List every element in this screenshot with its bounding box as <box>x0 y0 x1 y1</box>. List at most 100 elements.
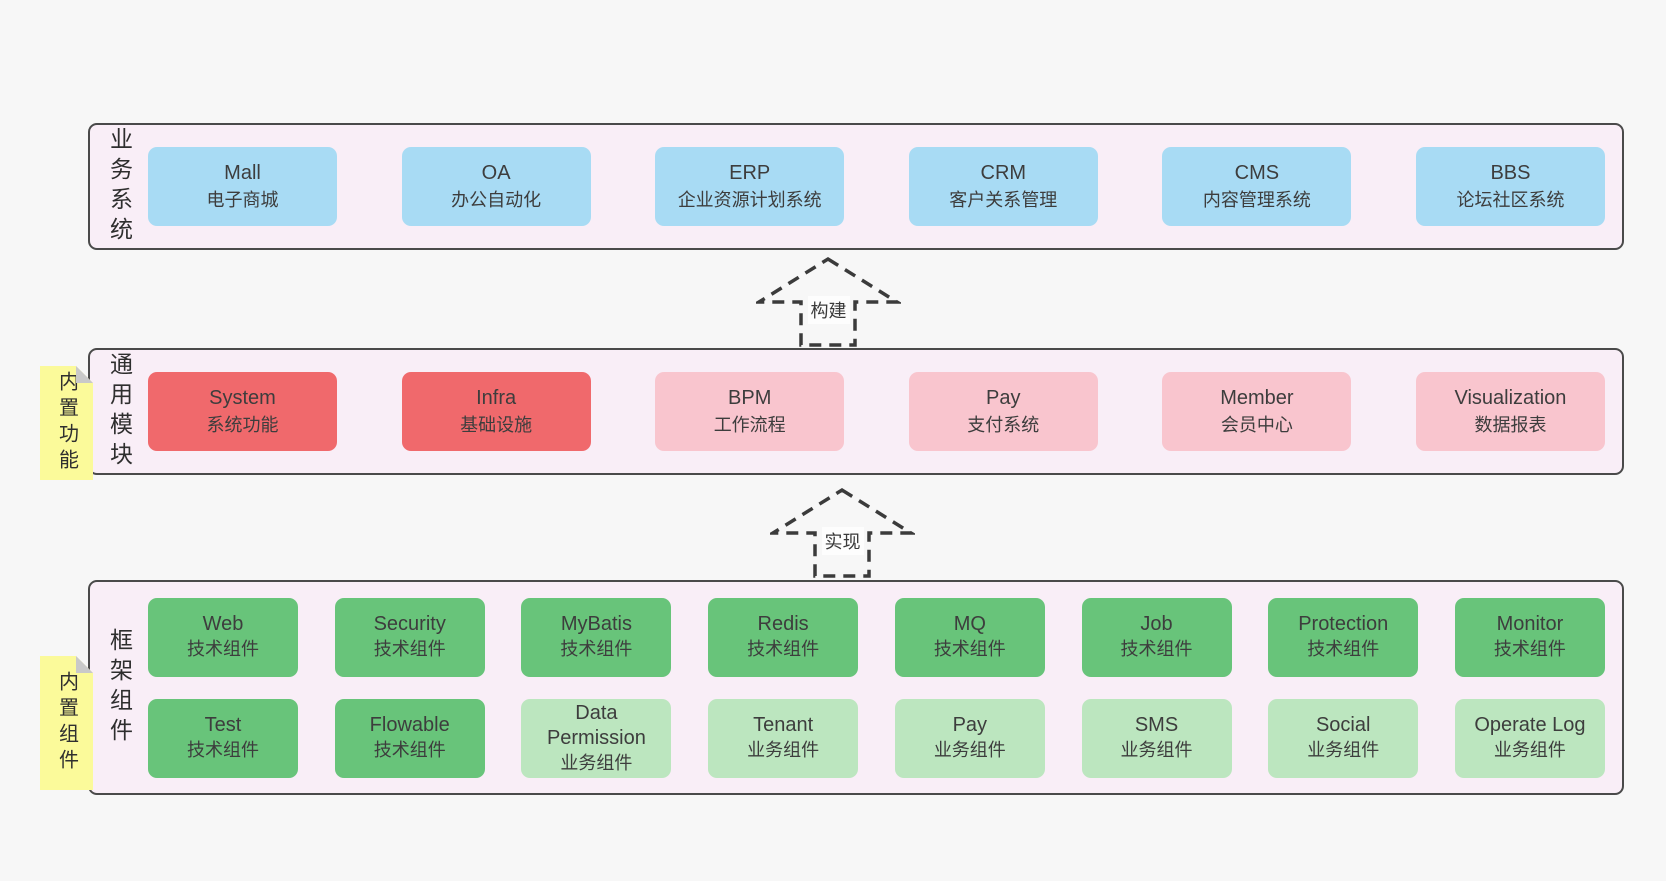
box-title: Visualization <box>1454 386 1567 409</box>
box-system: System 系统功能 <box>148 372 337 451</box>
band-label-wrap: 框架组件 <box>90 582 148 793</box>
note-text: 内置组件 <box>55 671 78 775</box>
box-subtitle: 技术组件 <box>933 639 1006 659</box>
box-title: Job <box>1140 613 1173 635</box>
box-title: Redis <box>757 613 809 635</box>
box-subtitle: 办公自动化 <box>451 189 542 210</box>
box-subtitle: 论坛社区系统 <box>1456 189 1565 210</box>
box-test: Test 技术组件 <box>148 698 298 778</box>
band-label-wrap: 业务系统 <box>90 125 148 248</box>
box-title: Operate Log <box>1474 714 1586 736</box>
arrow-implement: 实现 <box>770 487 915 579</box>
box-subtitle: 技术组件 <box>373 639 446 659</box>
box-pay-module: Pay 支付系统 <box>908 372 1098 451</box>
box-sms: SMS 业务组件 <box>1081 698 1232 778</box>
box-security: Security 技术组件 <box>334 597 485 677</box>
up-arrow-icon <box>770 487 915 578</box>
band-label-business-systems: 业务系统 <box>106 126 133 247</box>
box-mall: Mall 电子商城 <box>148 147 337 226</box>
box-subtitle: 技术组件 <box>373 740 446 760</box>
box-title: SMS <box>1134 714 1179 736</box>
box-protection: Protection 技术组件 <box>1268 597 1419 677</box>
box-title: BPM <box>728 386 772 409</box>
box-mybatis: MyBatis 技术组件 <box>521 597 672 677</box>
box-subtitle: 技术组件 <box>187 740 259 760</box>
box-job: Job 技术组件 <box>1081 597 1232 677</box>
box-cms: CMS 内容管理系统 <box>1162 147 1352 226</box>
box-mq: MQ 技术组件 <box>894 597 1045 677</box>
box-monitor: Monitor 技术组件 <box>1454 597 1605 677</box>
box-subtitle: 会员中心 <box>1220 414 1293 435</box>
band-content: System 系统功能 Infra 基础设施 BPM 工作流程 Pay 支付系统… <box>148 350 1622 473</box>
band-label-wrap: 通用模块 <box>90 350 148 473</box>
box-subtitle: 企业资源计划系统 <box>677 189 822 210</box>
box-subtitle: 技术组件 <box>747 639 820 659</box>
box-title: CMS <box>1234 161 1280 184</box>
box-subtitle: 系统功能 <box>206 414 279 435</box>
up-arrow-icon <box>756 256 901 347</box>
box-infra: Infra 基础设施 <box>401 372 591 451</box>
box-title: Data Permission <box>546 701 646 749</box>
box-subtitle: 业务组件 <box>933 740 1006 760</box>
note-built-in-components: 内置组件 <box>40 656 93 790</box>
box-title: Security <box>373 613 446 635</box>
box-title: MQ <box>953 613 986 635</box>
box-bpm: BPM 工作流程 <box>655 372 845 451</box>
box-subtitle: 数据报表 <box>1474 414 1547 435</box>
box-subtitle: 工作流程 <box>713 414 786 435</box>
box-operate-log: Operate Log 业务组件 <box>1454 698 1605 778</box>
arrow-label-build: 构建 <box>807 296 850 324</box>
box-title: Mall <box>224 161 261 184</box>
box-web: Web 技术组件 <box>148 597 298 677</box>
box-title: Pay <box>952 714 988 736</box>
box-title: MyBatis <box>560 613 632 635</box>
box-title: ERP <box>729 161 771 184</box>
box-title: System <box>209 386 276 409</box>
box-subtitle: 业务组件 <box>560 752 633 773</box>
box-title: Infra <box>476 386 517 409</box>
box-title: BBS <box>1490 161 1531 184</box>
box-title: Tenant <box>753 714 814 736</box>
box-crm: CRM 客户关系管理 <box>908 147 1098 226</box>
box-title: Protection <box>1298 613 1389 635</box>
band-common-modules: 通用模块 System 系统功能 Infra 基础设施 BPM 工作流程 Pay… <box>88 348 1624 475</box>
box-title: Member <box>1220 386 1294 409</box>
box-subtitle: 基础设施 <box>460 414 533 435</box>
arrow-label-implement: 实现 <box>821 527 864 555</box>
box-title: OA <box>481 161 511 184</box>
note-text: 内置功能 <box>55 371 78 475</box>
band-label-common-modules: 通用模块 <box>106 351 133 472</box>
component-row-1: Web 技术组件 Security 技术组件 MyBatis 技术组件 Redi… <box>148 597 1605 677</box>
box-member: Member 会员中心 <box>1162 372 1352 451</box>
box-subtitle: 业务组件 <box>1120 740 1193 760</box>
box-subtitle: 技术组件 <box>1120 639 1193 659</box>
box-subtitle: 支付系统 <box>967 414 1040 435</box>
box-bbs: BBS 论坛社区系统 <box>1415 147 1605 226</box>
box-tenant: Tenant 业务组件 <box>708 698 859 778</box>
band-framework-components: 框架组件 Web 技术组件 Security 技术组件 MyBatis 技术组件… <box>88 580 1624 795</box>
band-content: Web 技术组件 Security 技术组件 MyBatis 技术组件 Redi… <box>148 582 1622 793</box>
band-label-framework-components: 框架组件 <box>106 627 133 748</box>
box-subtitle: 技术组件 <box>1493 639 1566 659</box>
box-title: Flowable <box>369 714 450 736</box>
box-title: Test <box>204 714 242 736</box>
box-subtitle: 业务组件 <box>747 740 820 760</box>
box-subtitle: 业务组件 <box>1493 740 1566 760</box>
arrow-build: 构建 <box>756 256 901 348</box>
box-subtitle: 客户关系管理 <box>949 189 1058 210</box>
note-built-in-features: 内置功能 <box>40 366 93 480</box>
box-redis: Redis 技术组件 <box>708 597 859 677</box>
box-title: Web <box>202 613 244 635</box>
box-flowable: Flowable 技术组件 <box>334 698 485 778</box>
component-row-2: Test 技术组件 Flowable 技术组件 Data Permission … <box>148 698 1605 778</box>
box-subtitle: 业务组件 <box>1307 740 1380 760</box>
band-business-systems: 业务系统 Mall 电子商城 OA 办公自动化 ERP 企业资源计划系统 CRM… <box>88 123 1624 250</box>
box-visualization: Visualization 数据报表 <box>1415 372 1605 451</box>
box-social: Social 业务组件 <box>1268 698 1419 778</box>
box-title: CRM <box>980 161 1027 184</box>
box-erp: ERP 企业资源计划系统 <box>655 147 845 226</box>
box-title: Monitor <box>1496 613 1564 635</box>
box-title: Social <box>1315 714 1371 736</box>
band-content: Mall 电子商城 OA 办公自动化 ERP 企业资源计划系统 CRM 客户关系… <box>148 125 1622 248</box>
